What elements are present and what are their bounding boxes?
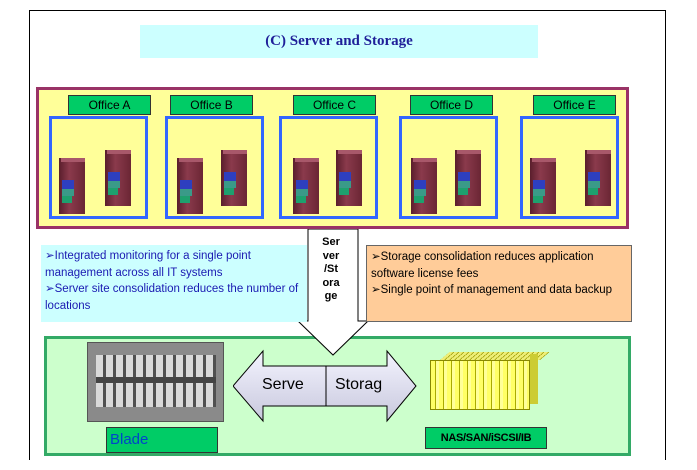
server-icon xyxy=(336,150,362,206)
office-b-box xyxy=(165,116,264,219)
server-icon xyxy=(585,150,611,206)
slide-frame xyxy=(29,10,666,460)
blade-server-icon xyxy=(87,342,224,422)
benefit-text: ➢Storage consolidation reduces applicati… xyxy=(371,251,594,280)
server-icon xyxy=(455,150,481,206)
nas-label: NAS/SAN/iSCSI/IB xyxy=(425,427,547,449)
blade-label: Blade xyxy=(106,427,218,453)
office-d-label: Office D xyxy=(410,95,493,115)
office-b-label: Office B xyxy=(170,95,253,115)
double-arrow-icon xyxy=(233,349,417,423)
arrow-label: Ser ver /St ora ge xyxy=(322,236,340,302)
office-a-label: Office A xyxy=(68,95,151,115)
slide-title: (C) Server and Storage xyxy=(140,25,538,58)
server-icon xyxy=(411,158,437,214)
benefit-text: ➢Single point of management and data bac… xyxy=(371,284,613,297)
server-benefits-box: ➢Integrated monitoring for a single poin… xyxy=(41,245,307,322)
storag-label: Storag xyxy=(335,376,383,393)
storage-array-side xyxy=(530,354,538,404)
office-c-label: Office C xyxy=(293,95,376,115)
server-icon xyxy=(177,158,203,214)
server-icon xyxy=(530,158,556,214)
benefit-text: ➢Integrated monitoring for a single poin… xyxy=(45,250,251,279)
server-icon xyxy=(59,158,85,214)
office-e-label: Office E xyxy=(533,95,616,115)
benefit-text: ➢Server site consolidation reduces the n… xyxy=(45,283,299,312)
office-a-box xyxy=(49,116,148,219)
storage-array-icon xyxy=(430,360,530,410)
serve-label: Serve xyxy=(262,376,304,393)
office-e-box xyxy=(520,116,619,219)
server-icon xyxy=(221,150,247,206)
office-c-box xyxy=(279,116,378,219)
office-d-box xyxy=(399,116,498,219)
server-icon xyxy=(293,158,319,214)
storage-benefits-box: ➢Storage consolidation reduces applicati… xyxy=(366,245,632,322)
server-icon xyxy=(105,150,131,206)
